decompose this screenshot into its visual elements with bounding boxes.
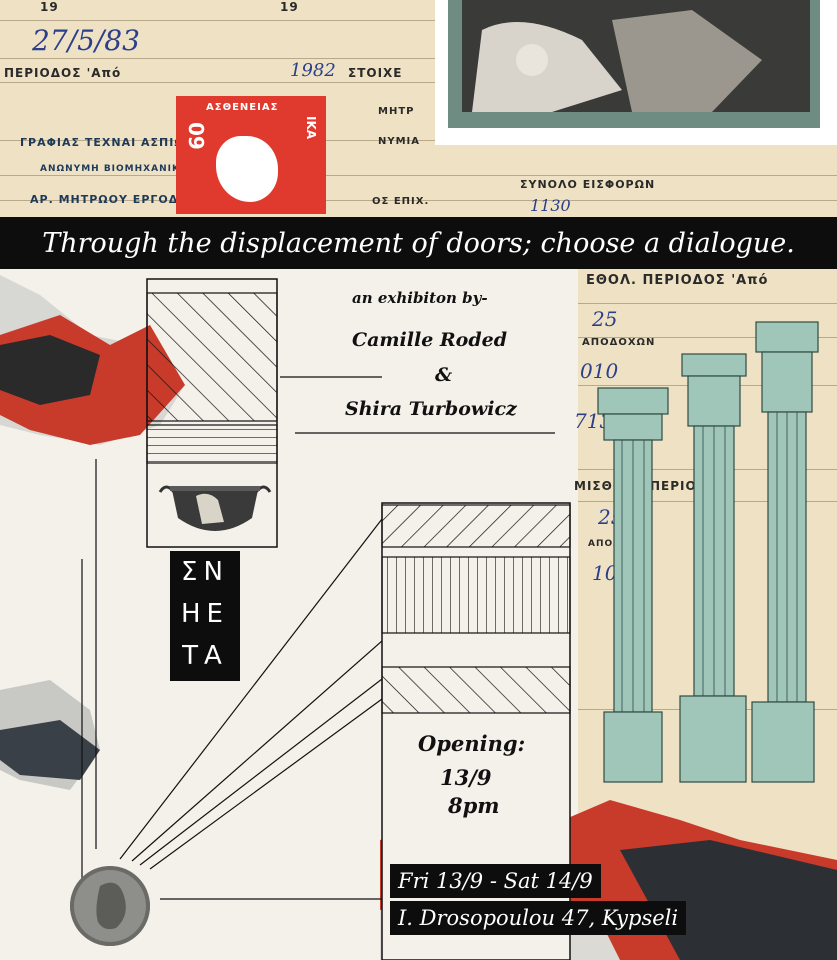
ledger-period-right: ΕΘΟΛ. ΠΕΡΙΟΔΟΣ 'Από: [586, 273, 769, 288]
handwritten-year: 1982: [290, 60, 336, 81]
synhta-logo: ΣΝ ΗΕ ΤΑ: [170, 551, 240, 681]
logo-line: ΗΕ: [181, 599, 229, 629]
logo-line: ΣΝ: [181, 557, 229, 587]
logo-line: ΤΑ: [182, 641, 228, 671]
ledger-apodo: ΑΠΟΔΟ: [588, 539, 630, 549]
handwritten-number: 10: [592, 561, 618, 585]
artist-name: Camille Roded: [352, 329, 508, 351]
stamp-value: 09: [184, 122, 208, 150]
torn-paper-fragment: [0, 680, 100, 790]
ledger-num: 19: [40, 0, 59, 14]
exhibition-title: Through the displacement of doors; choos…: [42, 227, 795, 259]
handwritten-number: 010: [580, 359, 619, 383]
stamp-side-label: ΙΚΑ: [304, 116, 318, 140]
artist-name: Shira Turbowicz: [345, 398, 517, 420]
opening-label: Opening:: [418, 731, 526, 756]
line-art-diagram: [81, 278, 571, 960]
ledger-company: ΑΝΩΝΥΜΗ ΒΙΟΜΗΧΑΝΙΚΗ ΕΤΑΙΡΕΙΑ: [40, 164, 247, 174]
opening-date: 13/9: [440, 765, 492, 790]
ledger-mitri: ΜΗΤΡ: [378, 106, 415, 117]
ledger-apodoxon: ΑΠΟΔΟΧΩΝ: [582, 337, 656, 348]
handwritten-number: 1130: [530, 196, 571, 215]
artist-separator: &: [435, 364, 453, 386]
photo-image: [462, 0, 810, 112]
stamp-label: ΑΣΘΕΝΕΙΑΣ: [206, 102, 279, 113]
exhibition-dates: Fri 13/9 - Sat 14/9: [390, 864, 601, 898]
greek-columns-illustration: [597, 321, 819, 783]
red-stamp: ΑΣΘΕΝΕΙΑΣ ΙΚΑ 09: [176, 96, 326, 214]
ledger-nymia: ΝΥΜΙΑ: [378, 136, 421, 147]
ancient-coin-image: [70, 866, 150, 946]
ledger-period: ΠΕΡΙΟΔΟΣ 'Από: [4, 66, 122, 80]
ledger-total: ΣΥΝΟΛΟ ΕΙΣΦΟΡΩΝ: [520, 178, 656, 191]
exhibition-address: I. Drosopoulou 47, Kypseli: [390, 901, 687, 935]
ledger-stoixe: ΣΤΟΙΧΕ: [348, 66, 403, 80]
torn-paper-fragment: [0, 275, 185, 445]
vase-image: [158, 485, 272, 531]
stamp-emblem-icon: [216, 136, 278, 202]
ledger-epix: ΟΣ ΕΠΙΧ.: [372, 196, 430, 207]
handwritten-date: 27/5/83: [32, 24, 140, 57]
handwritten-number: 25: [592, 307, 618, 331]
ledger-num: 19: [280, 0, 299, 14]
opening-time: 8pm: [448, 793, 500, 818]
byline: an exhibiton by-: [352, 289, 488, 307]
title-banner: Through the displacement of doors; choos…: [0, 217, 837, 269]
